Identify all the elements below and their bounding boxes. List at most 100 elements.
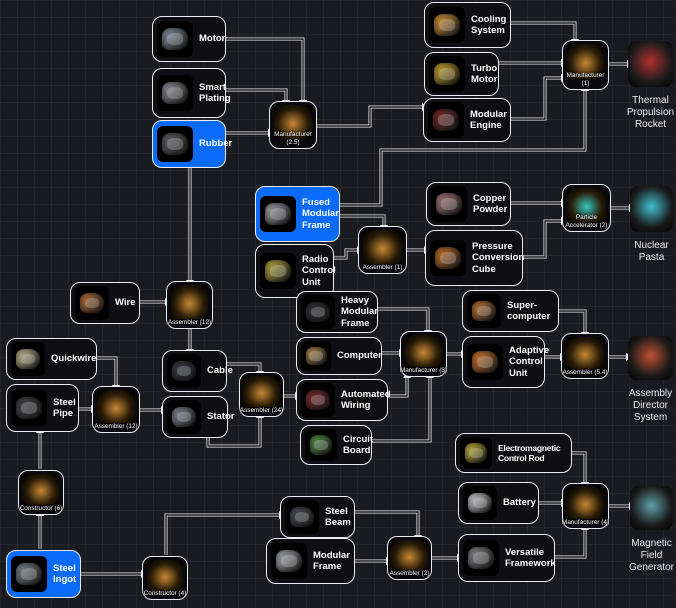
node-cooling-system[interactable]: Cooling System bbox=[424, 2, 511, 48]
node-label: Adaptive Control Unit bbox=[509, 345, 550, 379]
machine-assembler-5-4[interactable]: Assembler (5.4) bbox=[561, 333, 609, 379]
node-rubber[interactable]: Rubber bbox=[152, 120, 232, 168]
node-pressure-conversion-cube[interactable]: Pressure Conversion Cube bbox=[425, 230, 525, 286]
node-label: Steel Beam bbox=[325, 505, 351, 528]
nuclear-pasta-icon bbox=[630, 186, 673, 232]
node-automated-wiring[interactable]: Automated Wiring bbox=[296, 379, 391, 421]
node-label: Motor bbox=[199, 33, 226, 45]
edge-turbo-motor-to-manufacturer-1 bbox=[499, 59, 568, 67]
node-radio-control-unit[interactable]: Radio Control Unit bbox=[255, 244, 336, 298]
node-smart-plating[interactable]: Smart Plating bbox=[152, 68, 231, 118]
edge-steel-ingot-to-constructor-4 bbox=[81, 570, 148, 578]
machine-label: Constructor (4) bbox=[143, 589, 187, 597]
node-label: Turbo Motor bbox=[471, 62, 498, 85]
machine-label: Assembler (12) bbox=[167, 318, 212, 326]
node-versatile-framework[interactable]: Versatile Framework bbox=[458, 534, 556, 582]
electromagnetic-control-rod-icon bbox=[460, 437, 492, 469]
node-label: Wire bbox=[115, 297, 136, 309]
output-label: Nuclear Pasta bbox=[634, 240, 669, 263]
circuit-board-icon bbox=[305, 429, 337, 461]
rubber-icon bbox=[157, 126, 193, 162]
machine-assembler-1[interactable]: Assembler (1) bbox=[358, 226, 407, 274]
node-label: Pressure Conversion Cube bbox=[472, 241, 525, 275]
machine-label: Constructor (6) bbox=[19, 504, 63, 512]
node-label: Circuit Board bbox=[343, 433, 374, 456]
machine-assembler-12-stator[interactable]: Assembler (12) bbox=[92, 386, 140, 433]
output-assembly-director-system[interactable]: Assembly Director System bbox=[608, 336, 676, 424]
node-label: Computer bbox=[337, 350, 382, 362]
machine-manufacturer-8[interactable]: Manufacturer (8) bbox=[400, 331, 447, 377]
computer-icon bbox=[301, 341, 331, 371]
constructor-icon bbox=[22, 473, 60, 506]
node-computer[interactable]: Computer bbox=[296, 337, 382, 375]
node-super-computer[interactable]: Super- computer bbox=[462, 290, 559, 332]
node-label: Steel Pipe bbox=[53, 396, 76, 419]
assembler-icon bbox=[565, 336, 605, 370]
steel-ingot-icon bbox=[11, 556, 47, 592]
node-quickwire[interactable]: Quickwire bbox=[6, 338, 97, 380]
node-label: Copper Powder bbox=[473, 192, 508, 215]
edge-copper-powder-to-particle-accelerator-2 bbox=[511, 199, 568, 207]
assembler-icon bbox=[391, 539, 428, 571]
node-electromagnetic-control-rod[interactable]: Electromagnetic Control Rod bbox=[455, 433, 572, 473]
node-label: Modular Frame bbox=[313, 549, 350, 572]
edge-motor-to-manufacturer-2-5 bbox=[226, 37, 307, 107]
node-turbo-motor[interactable]: Turbo Motor bbox=[424, 52, 499, 96]
machine-manufacturer-2-5[interactable]: Manufacturer (2.5) bbox=[269, 101, 317, 149]
steel-beam-icon bbox=[285, 500, 319, 534]
output-thermal-propulsion-rocket[interactable]: Thermal Propulsion Rocket bbox=[608, 41, 676, 131]
node-label: Steel Ingot bbox=[53, 562, 77, 585]
edge-manufacturer-2-5-to-modular-engine bbox=[317, 103, 429, 128]
node-fused-modular-frame[interactable]: Fused Modular Frame bbox=[255, 186, 340, 242]
machine-particle-accelerator-2[interactable]: Particle Accelerator (2) bbox=[562, 184, 611, 232]
node-steel-ingot[interactable]: Steel Ingot bbox=[6, 550, 81, 598]
magnetic-field-generator-icon bbox=[630, 486, 673, 530]
node-circuit-board[interactable]: Circuit Board bbox=[300, 425, 374, 465]
machine-label: Manufacturer (2.5) bbox=[274, 131, 312, 146]
output-nuclear-pasta[interactable]: Nuclear Pasta bbox=[609, 186, 676, 264]
assembly-director-system-icon bbox=[628, 336, 673, 380]
node-heavy-modular-frame[interactable]: Heavy Modular Frame bbox=[296, 291, 378, 333]
manufacturer-icon bbox=[404, 334, 443, 368]
node-motor[interactable]: Motor bbox=[152, 16, 226, 62]
assembler-icon bbox=[243, 375, 280, 408]
output-magnetic-field-generator[interactable]: Magnetic Field Generator bbox=[609, 486, 676, 574]
node-battery[interactable]: Battery bbox=[458, 482, 539, 524]
machine-assembler-12-cable[interactable]: Assembler (12) bbox=[166, 281, 213, 329]
machine-label: Assembler (5.4) bbox=[562, 368, 608, 376]
node-label: Modular Engine bbox=[470, 108, 507, 131]
wire-icon bbox=[75, 286, 109, 320]
machine-assembler-24[interactable]: Assembler (24) bbox=[239, 372, 284, 417]
output-label: Thermal Propulsion Rocket bbox=[626, 95, 675, 130]
node-steel-pipe[interactable]: Steel Pipe bbox=[6, 384, 79, 432]
node-copper-powder[interactable]: Copper Powder bbox=[426, 182, 511, 226]
machine-constructor-6[interactable]: Constructor (6) bbox=[18, 470, 64, 515]
machine-label: Particle Accelerator (2) bbox=[565, 214, 608, 229]
motor-icon bbox=[157, 21, 193, 57]
super-computer-icon bbox=[467, 294, 501, 328]
edge-constructor-6-to-steel-pipe bbox=[36, 426, 44, 469]
machine-constructor-4[interactable]: Constructor (4) bbox=[142, 556, 188, 600]
node-cable[interactable]: Cable bbox=[162, 350, 233, 392]
manufacturer-icon bbox=[566, 486, 605, 520]
heavy-modular-frame-icon bbox=[301, 295, 335, 329]
constructor-icon bbox=[146, 559, 184, 591]
machine-label: Assembler (1) bbox=[362, 263, 403, 271]
node-wire[interactable]: Wire bbox=[70, 282, 140, 324]
battery-icon bbox=[463, 486, 497, 520]
machine-manufacturer-1[interactable]: Manufacturer (1) bbox=[562, 40, 609, 90]
versatile-framework-icon bbox=[463, 540, 499, 576]
machine-manufacturer-4[interactable]: Manufacturer (4) bbox=[562, 483, 609, 529]
node-modular-frame[interactable]: Modular Frame bbox=[266, 538, 355, 584]
node-modular-engine[interactable]: Modular Engine bbox=[423, 98, 511, 142]
machine-label: Manufacturer (4) bbox=[561, 518, 610, 526]
node-stator[interactable]: Stator bbox=[162, 396, 234, 438]
node-label: Stator bbox=[207, 411, 235, 423]
machine-assembler-2[interactable]: Assembler (2) bbox=[387, 536, 432, 580]
machine-label: Assembler (2) bbox=[389, 569, 430, 577]
node-steel-beam[interactable]: Steel Beam bbox=[280, 496, 355, 538]
node-adaptive-control-unit[interactable]: Adaptive Control Unit bbox=[462, 336, 549, 388]
stator-icon bbox=[167, 400, 201, 434]
pressure-conversion-cube-icon bbox=[430, 240, 466, 276]
